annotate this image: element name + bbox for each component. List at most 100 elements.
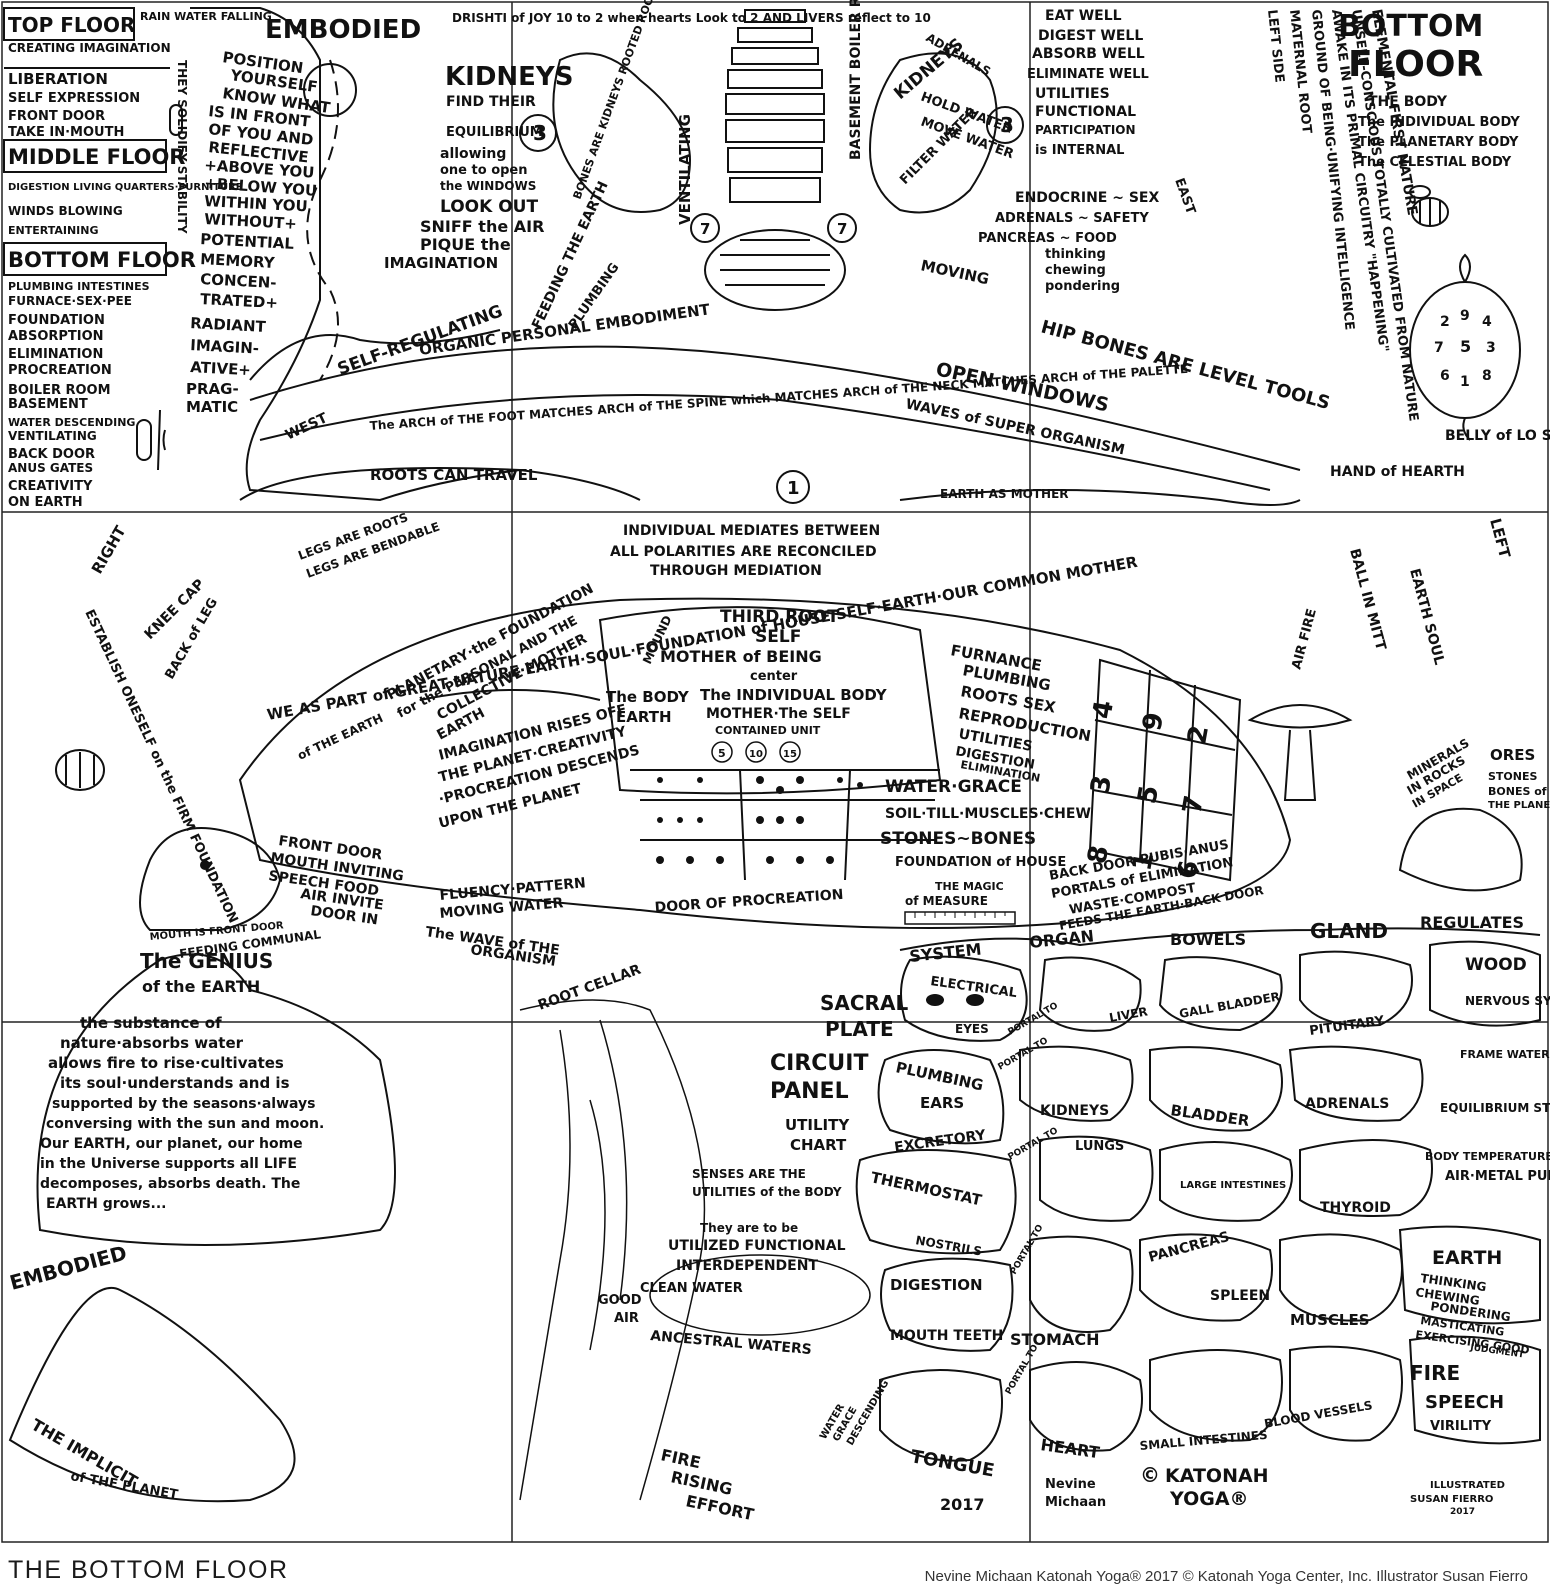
svg-text:SNIFF the AIR: SNIFF the AIR [420,217,544,236]
legend-water-desc: WATER DESCENDING [8,416,135,429]
svg-text:4: 4 [1482,314,1492,330]
svg-text:PARTICIPATION: PARTICIPATION [1035,123,1136,137]
feeding-earth-label: FEEDING THE EARTH [529,179,612,332]
legend-winds: WINDS BLOWING [8,204,123,218]
circle-10: 10 [749,749,763,760]
sacral-2: PLATE [825,1017,894,1041]
svg-text:FIND THEIR: FIND THEIR [446,94,536,110]
svg-text:decomposes, absorbs death. The: decomposes, absorbs death. The [40,1176,300,1192]
banner-system: SYSTEM [908,940,982,966]
circle-one-num: 1 [787,478,800,499]
legend-procreation: PROCREATION [8,363,112,378]
svg-text:5: 5 [1132,783,1165,806]
kidneys-organ-label: KIDNEYS [1040,1103,1109,1119]
individual-line-1: INDIVIDUAL MEDIATES BETWEEN [623,523,880,539]
svg-text:ELIMINATE WELL: ELIMINATE WELL [1027,67,1149,82]
individual-line-2: ALL POLARITIES ARE RECONCILED [610,544,877,560]
legend-liberation: LIBERATION [8,70,108,88]
svg-text:EQUILIBRIUM: EQUILIBRIUM [446,125,543,140]
good-label: GOOD [598,1293,642,1308]
portal-to-2: PORTAL TO [997,1036,1051,1073]
svg-text:9: 9 [1460,308,1470,324]
legend-front-door: FRONT DOOR [8,109,105,124]
individual-line-3: THROUGH MEDIATION [650,563,822,579]
lungs-label: LUNGS [1075,1139,1124,1154]
ore-rock [1400,809,1522,891]
implicit-mound [10,1288,295,1501]
equilibrium-label: EQUILIBRIUM STRUCTURE [1440,1101,1550,1115]
svg-text:MATERNAL ROOT: MATERNAL ROOT [1286,9,1314,134]
clean-water-label: CLEAN WATER [640,1281,743,1296]
establish-label: ESTABLISH ONESELF on the FIRM FOUNDATION [81,607,240,925]
eyes-label: EYES [955,1022,989,1036]
sacral-1: SACRAL [820,991,908,1015]
svg-text:supported by the seasons·alway: supported by the seasons·always [52,1096,316,1112]
eat-well-list: EAT WELL DIGEST WELL ABSORB WELL ELIMINA… [1027,8,1149,158]
svg-text:conversing with the sun and mo: conversing with the sun and moon. [46,1116,324,1132]
eyes-icon [926,994,984,1006]
svg-text:SELF: SELF [755,627,801,647]
east-label: EAST [1171,176,1198,216]
svg-text:2: 2 [1440,314,1450,330]
circle-5: 5 [718,747,726,760]
bee-left-icon [56,750,104,790]
excretory-label: EXCRETORY [893,1127,987,1156]
svg-text:THE PLANET: THE PLANET [1488,800,1550,811]
genius-title-2: of the EARTH [142,977,260,996]
portal-to-5: PORTAL TO [1004,1343,1041,1397]
muscles-label: MUSCLES [1290,1311,1370,1329]
legend-absorption: ABSORPTION [8,329,104,344]
svg-text:THIRD ROOT: THIRD ROOT [720,607,839,627]
svg-text:ORES: ORES [1490,746,1535,764]
utility-2: CHART [790,1136,847,1154]
rain-water-label: RAIN WATER FALLING [140,10,272,23]
legend-take-in-mouth: TAKE IN·MOUTH [8,125,124,140]
legend-elimination: ELIMINATION [8,347,103,362]
svg-text:SOIL·TILL·MUSCLES·CHEW: SOIL·TILL·MUSCLES·CHEW [885,806,1091,822]
svg-text:FUNCTIONAL: FUNCTIONAL [1035,104,1136,120]
banner-gland: GLAND [1310,919,1388,943]
west-label: WEST [283,410,331,444]
seven-left: 7 [700,220,710,238]
legend-bottom-floor: BOTTOM FLOOR [8,248,196,272]
mouth-teeth-label: MOUTH TEETH [890,1328,1003,1344]
body-temp-label: BODY TEMPERATURE [1425,1150,1550,1163]
svg-text:allowing: allowing [440,146,506,162]
fluency-text: FLUENCY·PATTERN MOVING WATER The WAVE of… [424,875,586,970]
legend-on-earth: ON EARTH [8,495,83,510]
svg-text:is INTERNAL: is INTERNAL [1035,143,1124,158]
banner-organ: ORGAN [1028,926,1094,952]
svg-text:MEMORY: MEMORY [200,250,276,272]
svg-text:EARTH grows...: EARTH grows... [46,1196,166,1212]
spine-tower [705,10,845,310]
spleen-label: SPLEEN [1210,1288,1270,1304]
svg-text:RADIANT: RADIANT [190,314,267,336]
loshu-label: BELLY of LO SHU [1445,428,1550,444]
legend-boiler-room: BOILER ROOM [8,383,111,398]
svg-text:allows fire to rise·cultivates: allows fire to rise·cultivates [48,1054,284,1072]
virility-label: VIRILITY [1430,1419,1492,1434]
svg-text:STONES: STONES [1488,770,1537,783]
portal-to-4: PORTAL TO [1009,1223,1046,1277]
circuit-2: PANEL [770,1079,849,1104]
svg-text:8: 8 [1482,368,1492,384]
svg-text:the substance of: the substance of [80,1014,222,1032]
air-fire-label: AIR FIRE [1289,607,1320,671]
svg-text:3: 3 [1085,773,1118,796]
svg-text:PANCREAS ~ FOOD: PANCREAS ~ FOOD [978,231,1117,246]
svg-text:EAT WELL: EAT WELL [1045,8,1122,24]
svg-text:THE MAGIC: THE MAGIC [935,880,1004,893]
svg-text:9: 9 [1137,710,1170,733]
svg-text:its soul·understands and is: its soul·understands and is [60,1074,290,1092]
legend-top-floor: TOP FLOOR [8,13,135,37]
earth-organ-text: THINKING CHEWING PONDERING MASTICATING E… [1415,1271,1531,1361]
illus-1: ILLUSTRATED [1430,1480,1505,1491]
front-door-text: FRONT DOOR MOUTH INVITING SPEECH FOOD AI… [267,833,404,928]
svg-text:LEFT SIDE: LEFT SIDE [1264,9,1287,83]
caption-title: THE BOTTOM FLOOR [8,1556,289,1585]
legend-foundation: FOUNDATION [8,313,105,328]
svg-text:7: 7 [1434,340,1444,356]
fire-organ-label: FIRE [1410,1361,1460,1385]
bottom-floor-diagram: TOP FLOOR CREATING IMAGINATION LIBERATIO… [0,0,1550,1560]
